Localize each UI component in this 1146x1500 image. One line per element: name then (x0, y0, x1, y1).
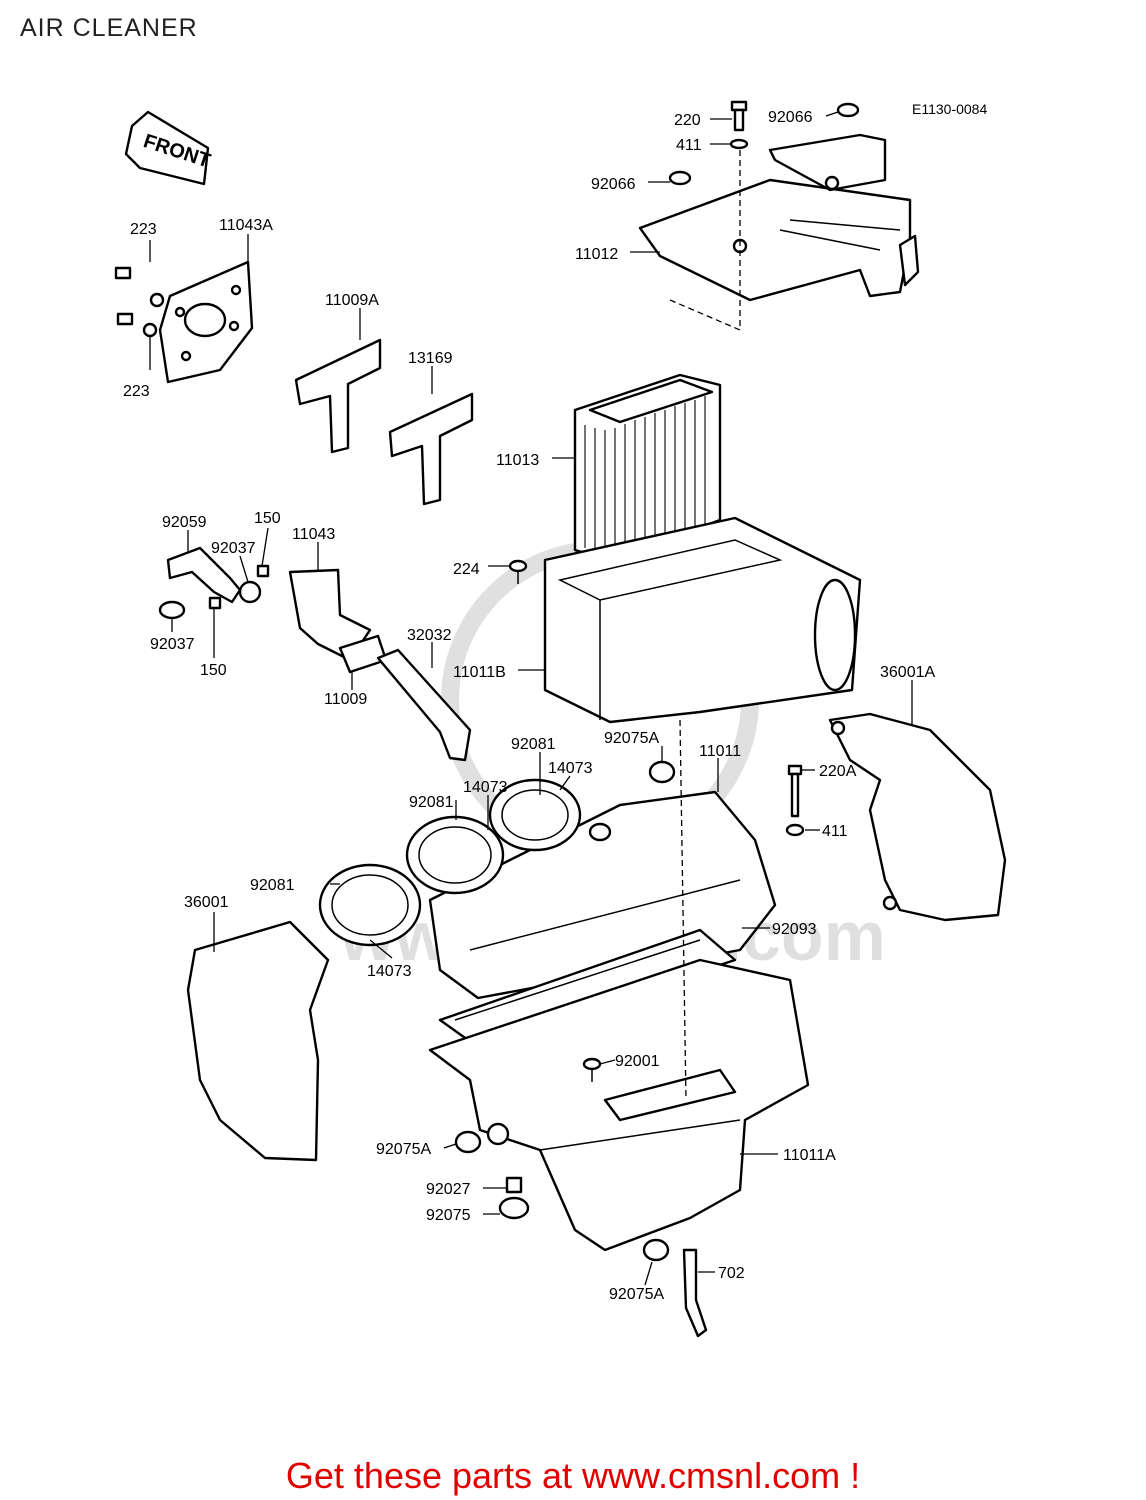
part-11012-bracket (638, 133, 920, 302)
callout-702: 702 (718, 1265, 745, 1282)
drain-tube-702 (682, 1248, 708, 1338)
part-32032-hose (376, 648, 472, 762)
callout-411: 411 (822, 823, 848, 840)
callout-36001A: 36001A (880, 664, 935, 681)
callout-92075A: 92075A (376, 1141, 431, 1158)
callout-92027: 92027 (426, 1181, 471, 1198)
callout-14073: 14073 (367, 963, 412, 980)
callout-92081: 92081 (250, 877, 295, 894)
callout-223: 223 (123, 383, 150, 400)
callout-11011: 11011 (699, 743, 741, 760)
part-36001-side-cover (186, 920, 330, 1162)
bolt-220A (785, 764, 805, 837)
callout-92037: 92037 (150, 636, 195, 653)
part-92059-hose (158, 546, 262, 620)
part-11011B-upper-case (543, 516, 862, 724)
part-36001A-side-cover (828, 712, 1007, 922)
callout-220A: 220A (819, 763, 857, 780)
callout-14073: 14073 (548, 760, 593, 777)
callout-92075A: 92075A (604, 730, 659, 747)
callout-11013: 11013 (496, 452, 539, 469)
callout-14073: 14073 (463, 779, 508, 796)
bolt-220 (729, 100, 749, 150)
cap-92027 (505, 1176, 523, 1194)
callout-92066: 92066 (591, 176, 636, 193)
callout-220: 220 (674, 112, 701, 129)
callout-223: 223 (130, 221, 157, 238)
callout-labels: 220 411 92066 92066 11012 223 11043A 110… (123, 109, 935, 1303)
callout-11009A: 11009A (325, 292, 379, 309)
callout-11043: 11043 (292, 526, 335, 543)
callout-36001: 36001 (184, 894, 229, 911)
damper-92075 (498, 1196, 530, 1220)
part-14073-ducts (318, 778, 582, 947)
grommet-92066 (668, 102, 860, 186)
callout-92075A: 92075A (609, 1286, 664, 1303)
callout-150: 150 (200, 662, 227, 679)
page-title: AIR CLEANER (20, 14, 198, 42)
damper-92075A (454, 1130, 670, 1262)
part-11011A-lower-case (428, 958, 810, 1252)
callout-11043A: 11043A (219, 217, 273, 234)
part-11013-filter-element (573, 373, 722, 562)
callout-411: 411 (676, 137, 702, 154)
part-11043A-plate (158, 260, 254, 384)
callout-92081: 92081 (409, 794, 454, 811)
callout-11011B: 11011B (453, 664, 506, 681)
leader-lines (149, 111, 913, 1286)
callout-224: 224 (453, 561, 480, 578)
callout-11012: 11012 (575, 246, 618, 263)
callout-13169: 13169 (408, 350, 453, 367)
callout-92081: 92081 (511, 736, 556, 753)
callout-92037: 92037 (211, 540, 256, 557)
callout-32032: 32032 (407, 627, 452, 644)
bolts-223 (114, 266, 165, 338)
diagram-code: E1130-0084 (912, 101, 988, 117)
callout-150: 150 (254, 510, 281, 527)
alignment-lines (669, 150, 741, 1101)
callout-92093: 92093 (772, 921, 817, 938)
part-92093-seal (438, 928, 737, 1047)
callout-92075: 92075 (426, 1207, 471, 1224)
callout-11009: 11009 (324, 691, 367, 708)
screws-150 (208, 564, 270, 610)
front-direction-arrow: FRONT (124, 110, 213, 186)
callout-92059: 92059 (162, 514, 207, 531)
footer-link[interactable]: Get these parts at www.cmsnl.com ! (285, 1455, 861, 1496)
callout-92066: 92066 (768, 109, 813, 126)
callout-92001: 92001 (615, 1053, 660, 1070)
part-13169-stay (388, 392, 474, 506)
callout-11011A: 11011A (783, 1147, 836, 1164)
part-11009A-stay (294, 338, 382, 454)
